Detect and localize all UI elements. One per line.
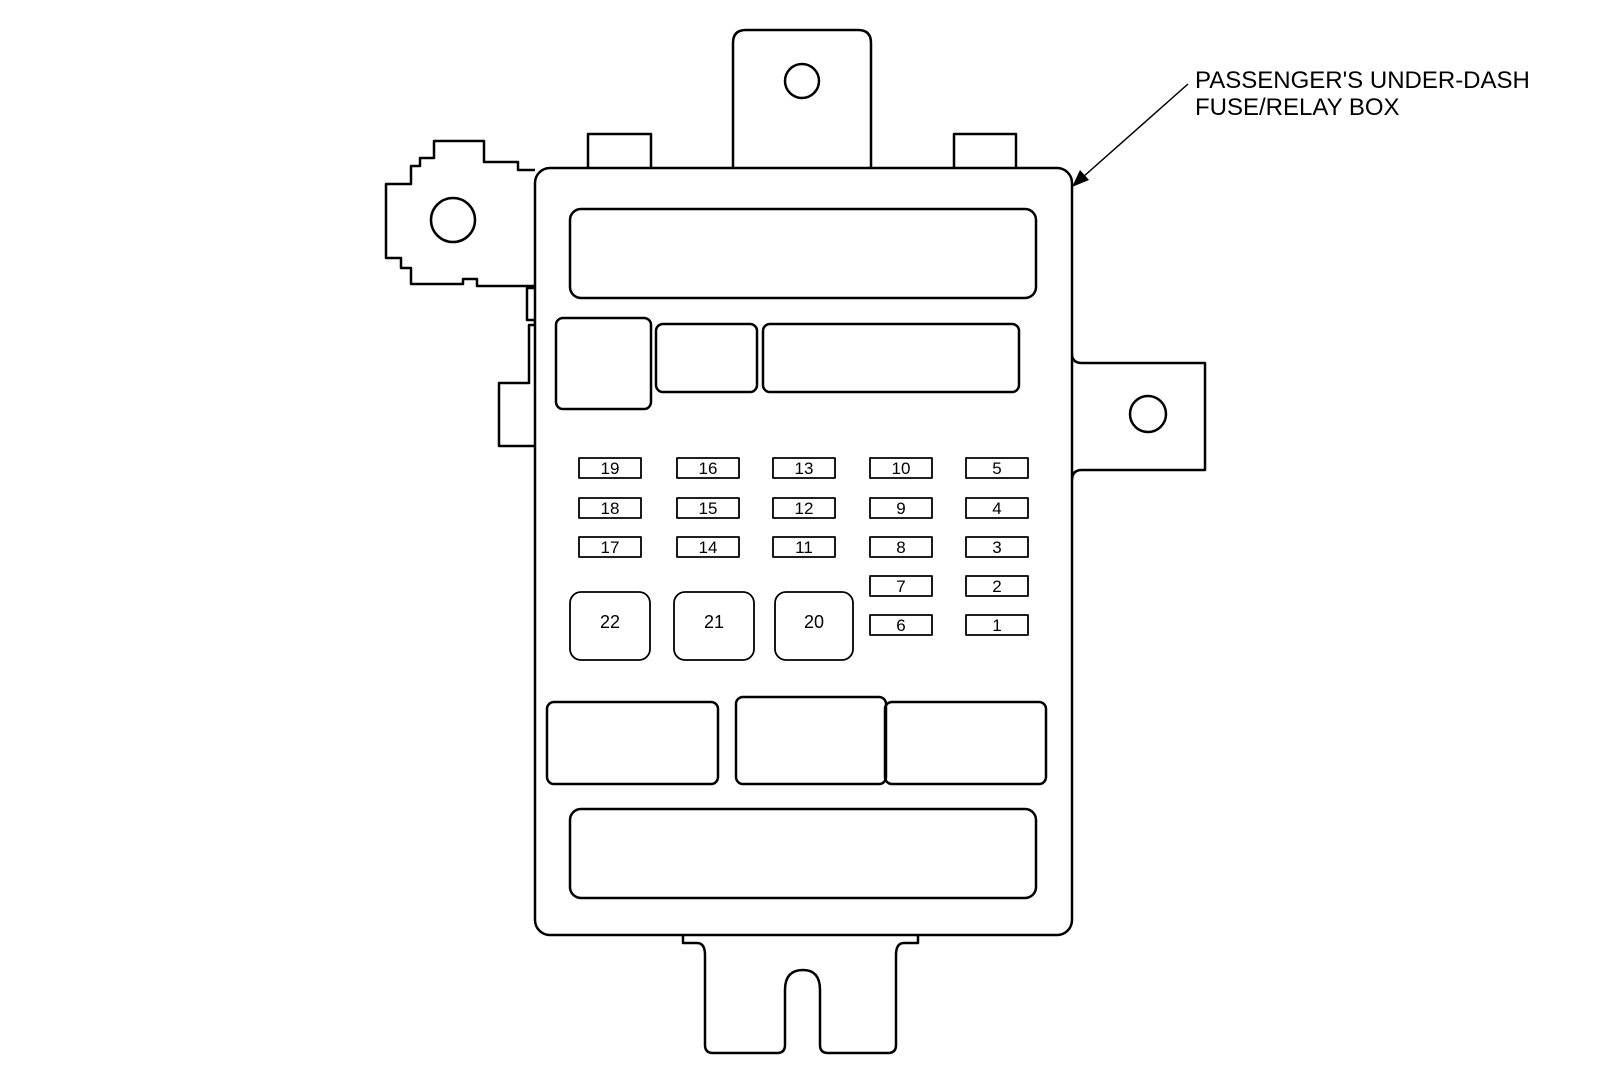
relay-block-right	[761, 322, 1021, 394]
svg-text:6: 6	[896, 616, 905, 635]
fuse-14: 14	[676, 536, 740, 558]
svg-text:12: 12	[795, 499, 814, 518]
fuse-4: 4	[965, 497, 1029, 519]
fuse-12: 12	[772, 497, 836, 519]
mounting-hole	[783, 62, 821, 100]
fuse-16: 16	[676, 457, 740, 479]
svg-text:13: 13	[795, 459, 814, 478]
relay-21: 21	[673, 591, 755, 661]
fuse-8: 8	[869, 536, 933, 558]
left-connector	[384, 139, 535, 288]
svg-text:10: 10	[892, 459, 911, 478]
svg-text:7: 7	[896, 577, 905, 596]
relay-block-left	[554, 316, 653, 411]
svg-text:18: 18	[601, 499, 620, 518]
top-mounting-tab	[731, 28, 873, 168]
mounting-hole	[1128, 394, 1168, 434]
svg-text:15: 15	[699, 499, 718, 518]
fuse-15: 15	[676, 497, 740, 519]
bottom-block-left	[545, 700, 720, 786]
fuse-box-body	[533, 166, 1074, 937]
relay-22: 22	[569, 591, 651, 661]
svg-text:3: 3	[992, 538, 1001, 557]
left-side-bracket	[497, 286, 537, 448]
diagram-title-line-1: PASSENGER'S UNDER-DASH	[1195, 67, 1530, 94]
fuse-6: 6	[869, 614, 933, 636]
svg-text:19: 19	[601, 459, 620, 478]
mounting-hole	[429, 196, 477, 244]
svg-text:20: 20	[804, 612, 824, 632]
fuse-19: 19	[578, 457, 642, 479]
svg-text:8: 8	[896, 538, 905, 557]
right-mounting-tab	[1070, 353, 1207, 481]
fuse-5: 5	[965, 457, 1029, 479]
relay-block-middle	[654, 322, 759, 394]
relay-20: 20	[774, 591, 854, 661]
fuse-9: 9	[869, 497, 933, 519]
fuse-18: 18	[578, 497, 642, 519]
fuse-2: 2	[965, 575, 1029, 597]
top-relay-block	[568, 207, 1038, 300]
top-clip-left	[586, 132, 653, 168]
fuse-13: 13	[772, 457, 836, 479]
svg-text:2: 2	[992, 577, 1001, 596]
svg-text:1: 1	[992, 616, 1001, 635]
leader-arrow	[1072, 83, 1189, 187]
svg-text:16: 16	[699, 459, 718, 478]
bottom-bracket	[681, 935, 920, 1055]
svg-text:22: 22	[600, 612, 620, 632]
fuse-10: 10	[869, 457, 933, 479]
svg-text:4: 4	[992, 499, 1001, 518]
svg-text:9: 9	[896, 499, 905, 518]
bottom-relay-block	[568, 807, 1038, 900]
fuse-17: 17	[578, 536, 642, 558]
fuse-11: 11	[772, 536, 836, 558]
svg-text:21: 21	[704, 612, 724, 632]
svg-text:17: 17	[601, 538, 620, 557]
svg-text:5: 5	[992, 459, 1001, 478]
diagram-title-line-2: FUSE/RELAY BOX	[1195, 94, 1400, 121]
svg-text:11: 11	[795, 538, 813, 557]
fuse-7: 7	[869, 575, 933, 597]
svg-text:14: 14	[699, 538, 718, 557]
top-clip-right	[952, 132, 1018, 168]
bottom-block-right	[883, 700, 1048, 786]
fuse-1: 1	[965, 614, 1029, 636]
fuse-3: 3	[965, 536, 1029, 558]
